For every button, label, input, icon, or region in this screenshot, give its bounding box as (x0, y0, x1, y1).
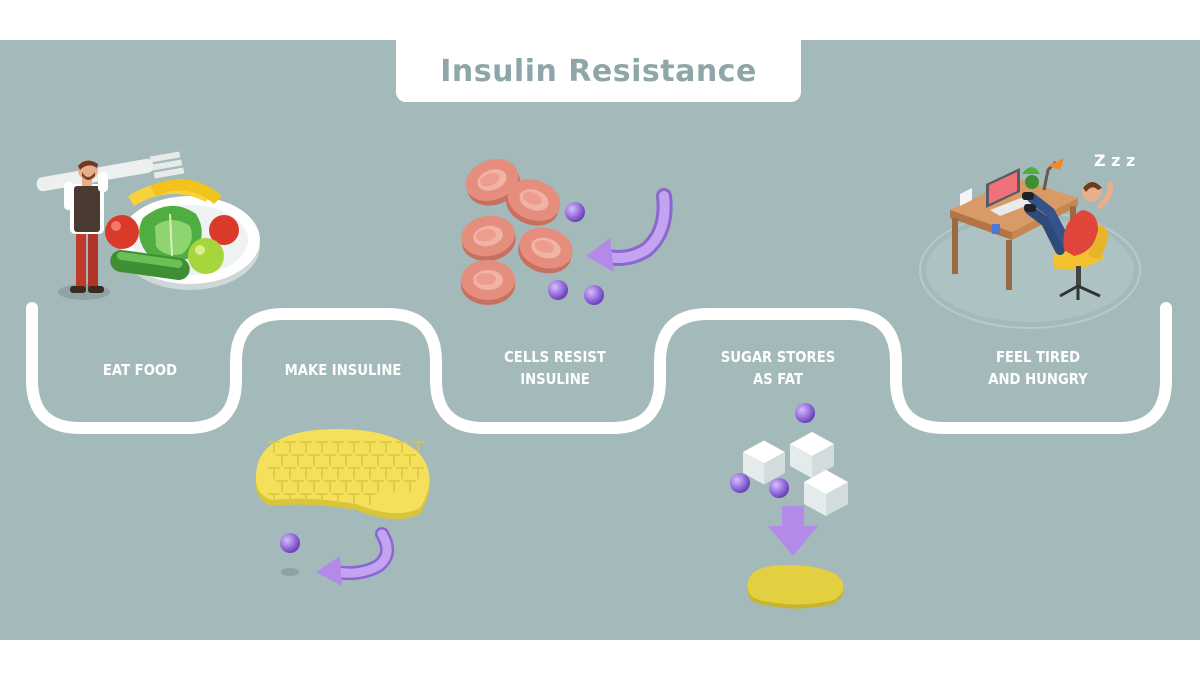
desk-sleeping-illustration (919, 158, 1141, 329)
sugar-cube (743, 440, 785, 485)
step-label-feel-tired: FEEL TIRED AND HUNGRY (988, 348, 1088, 388)
cell-shape (461, 260, 515, 305)
cell-shape (518, 227, 573, 274)
step-label-eat-food: EAT FOOD (102, 361, 178, 379)
sleep-zzz-text: Z z z (1094, 151, 1135, 170)
glucose-molecule (548, 202, 604, 305)
cell-shape (465, 159, 520, 206)
person-illustration (58, 160, 110, 300)
cell-shape (506, 179, 561, 226)
insulin-arrow-icon (316, 527, 395, 586)
fat-deposit-illustration (747, 565, 844, 609)
sugar-cube (790, 431, 834, 479)
resist-arrow-icon (586, 188, 673, 272)
page-title: Insulin Resistance (440, 53, 757, 89)
infographic-background (0, 40, 1200, 640)
cells-illustration (461, 159, 573, 305)
process-path (26, 302, 1172, 434)
step-label-make-insuline: MAKE INSULINE (284, 361, 402, 379)
step-label-cells-resist: CELLS RESIST INSULINE (504, 348, 606, 388)
glucose-molecule (730, 403, 815, 498)
down-arrow-icon (768, 506, 818, 556)
pancreas-illustration (255, 428, 430, 520)
glucose-molecule (280, 533, 300, 576)
sugar-cubes-illustration (743, 431, 848, 517)
sugar-cube (804, 469, 848, 517)
cell-shape (461, 215, 516, 262)
title-banner: Insulin Resistance (396, 40, 801, 102)
food-plate-illustration (105, 178, 260, 290)
step-label-sugar-stores: SUGAR STORES AS FAT (720, 348, 836, 388)
